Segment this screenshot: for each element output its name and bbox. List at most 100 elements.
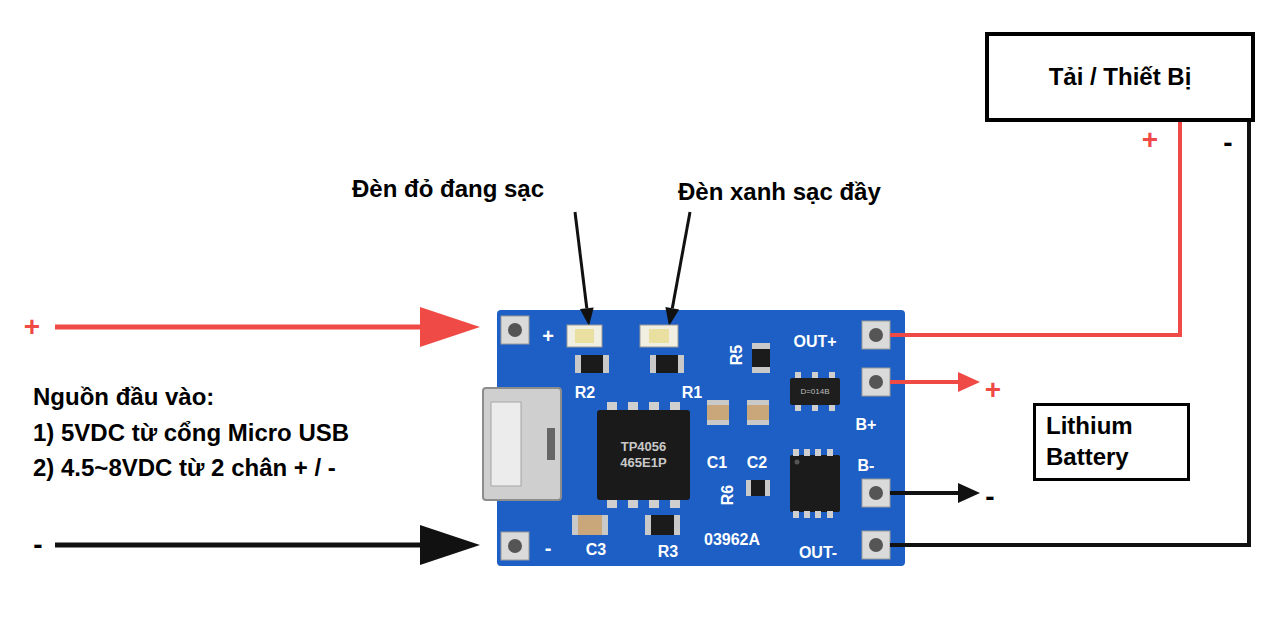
chip-pin (649, 499, 659, 508)
silkscreen-label: OUT- (799, 545, 837, 561)
solder-pad (501, 316, 529, 344)
pin1-dot (795, 460, 800, 465)
silkscreen-label: 03962A (704, 532, 760, 548)
annotation-text: Đèn đỏ đang sạc (352, 175, 544, 204)
led-lens (649, 329, 669, 343)
annotation-text: 1) 5VDC từ cổng Micro USB (33, 419, 349, 448)
silkscreen-label: B- (858, 458, 875, 474)
polarity-sign: + (24, 310, 40, 344)
annotation-text: 2) 4.5~8VDC từ 2 chân + / - (33, 454, 336, 483)
solder-pad (862, 531, 890, 559)
mosfet-chip (790, 455, 840, 512)
pad-hole (869, 538, 883, 552)
box-title: Tải / Thiết Bị (1049, 63, 1192, 91)
chip-marking: D=014B (800, 388, 829, 396)
charger-chip: TP4056 465E1P (597, 410, 690, 500)
load-box: Tải / Thiết Bị (985, 32, 1255, 122)
silkscreen-label: + (542, 326, 554, 346)
capacitor-body (578, 515, 602, 535)
chip-pin (829, 404, 835, 411)
chip-pin (815, 511, 821, 518)
micro-usb-slot (547, 428, 555, 460)
leader-line (575, 212, 587, 308)
capacitor-body (747, 405, 769, 420)
silkscreen-label: - (545, 538, 552, 558)
capacitor-symbol (707, 400, 729, 425)
resistor-body (581, 355, 603, 373)
resistor-symbol (575, 355, 609, 373)
protection-chip: D=014B (790, 378, 840, 405)
solder-pad (862, 479, 890, 507)
resistor-body (751, 480, 765, 496)
silkscreen-label: C2 (747, 455, 767, 471)
chip-pin (670, 499, 680, 508)
silkscreen-label: R3 (658, 544, 678, 560)
chip-pin (827, 449, 833, 456)
resistor-symbol (650, 355, 684, 373)
resistor-body (752, 349, 770, 367)
wire-path (905, 122, 1180, 335)
input-negative-wire (55, 543, 425, 548)
led-red (567, 325, 602, 347)
leader-line (672, 212, 690, 308)
resistor-symbol (752, 343, 770, 373)
micro-usb-opening (491, 402, 521, 486)
chip-pin (795, 404, 801, 411)
solder-pad (862, 321, 890, 349)
pcb-board: +R2R1R5OUT+B+C1C2R6B--C3R303962AOUT-TP40… (497, 310, 905, 566)
silkscreen-label: OUT+ (793, 334, 836, 350)
capacitor-symbol (747, 400, 769, 425)
battery-positive-arrowhead (958, 372, 980, 392)
resistor-symbol (645, 515, 680, 535)
pad-hole (869, 375, 883, 389)
chip-pin (793, 449, 799, 456)
chip-pin (812, 404, 818, 411)
silkscreen-label: R5 (729, 345, 745, 365)
polarity-sign: + (985, 373, 1001, 407)
solder-pad (862, 368, 890, 396)
annotation-text: Đèn xanh sạc đầy (678, 178, 881, 207)
pad-hole (869, 328, 883, 342)
polarity-sign: - (1223, 126, 1232, 160)
battery-box: Lithium Battery (1033, 403, 1190, 481)
battery-positive-wire (905, 380, 962, 384)
pad-hole (508, 323, 522, 337)
solder-pad (501, 532, 529, 560)
capacitor-body (707, 405, 729, 420)
silkscreen-label: B+ (856, 417, 877, 433)
silkscreen-label: C3 (586, 542, 606, 558)
micro-usb-connector (483, 388, 561, 500)
leader-arrowhead (665, 307, 679, 326)
wire-stub (890, 491, 906, 495)
battery-negative-wire (905, 491, 962, 495)
chip-pin (804, 511, 810, 518)
silkscreen-label: C1 (707, 455, 727, 471)
polarity-sign: - (33, 528, 42, 562)
chip-marking: TP4056 465E1P (609, 439, 679, 472)
wire-stub (890, 333, 906, 337)
battery-negative-arrowhead (958, 483, 980, 503)
annotation-text: Nguồn đầu vào: (33, 383, 214, 412)
polarity-sign: - (985, 480, 994, 514)
chip-pin (827, 511, 833, 518)
leader-arrowhead (580, 307, 594, 326)
input-positive-wire (55, 325, 425, 330)
silkscreen-label: R6 (720, 485, 736, 505)
wire-stub (890, 543, 906, 547)
polarity-sign: + (1142, 123, 1158, 157)
resistor-symbol (746, 480, 770, 496)
wire-connector (905, 122, 1249, 545)
capacitor-symbol (572, 515, 608, 535)
resistor-body (651, 515, 674, 535)
led-green (640, 325, 678, 347)
pad-hole (869, 486, 883, 500)
input-positive-arrowhead (420, 307, 480, 347)
chip-pin (804, 449, 810, 456)
silkscreen-label: R2 (575, 385, 595, 401)
wire-path (905, 122, 1249, 545)
pcb-illustration (497, 310, 905, 566)
chip-pin (793, 511, 799, 518)
input-negative-arrowhead (420, 525, 480, 565)
wire-stub (890, 380, 906, 384)
